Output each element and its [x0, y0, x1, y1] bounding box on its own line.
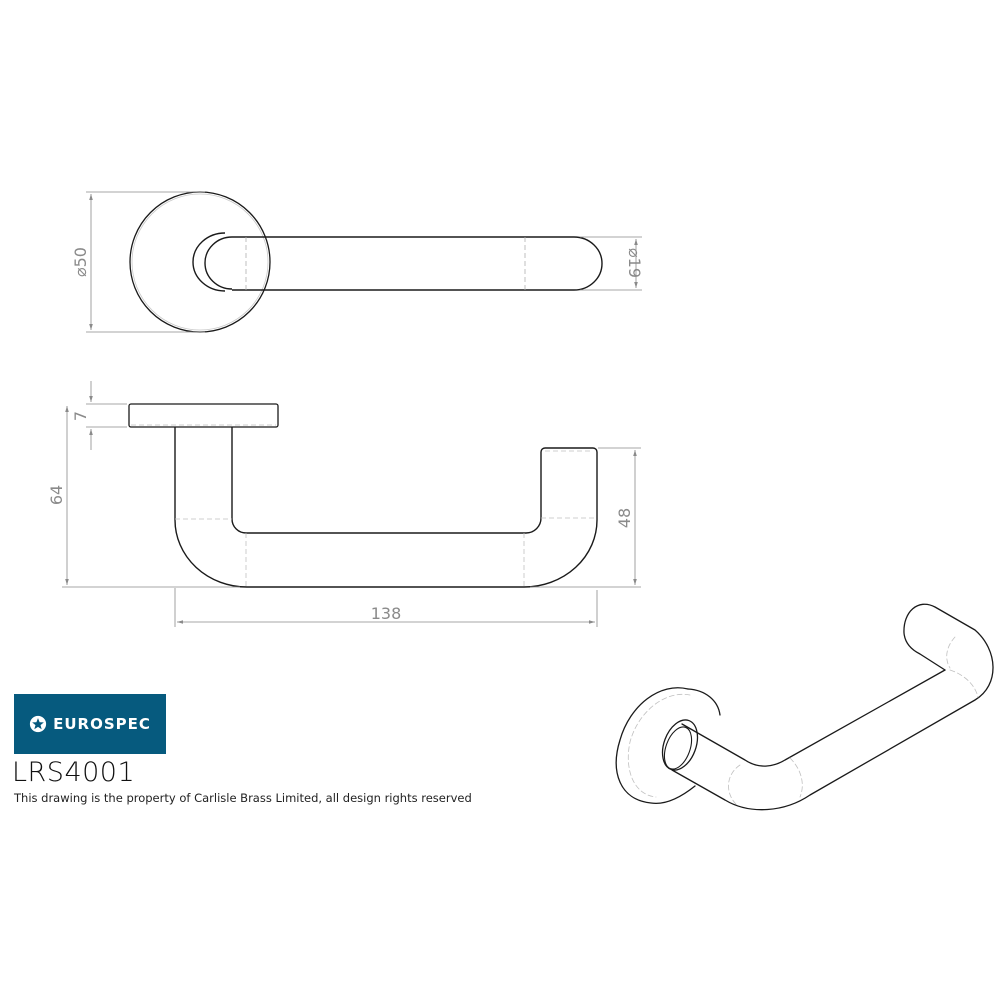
- rose-thickness-label: 7: [71, 411, 90, 421]
- overall-length-label: 138: [371, 604, 402, 623]
- iso-hidden-bend: [949, 669, 979, 698]
- rose-diameter-label: ⌀50: [71, 247, 90, 277]
- star-in-circle-icon: [30, 715, 47, 733]
- top-view: ⌀50 ⌀19: [71, 191, 644, 333]
- iso-lever-top: [681, 669, 946, 767]
- lever-profile: [174, 427, 598, 588]
- copyright-notice: This drawing is the property of Carlisle…: [14, 791, 472, 805]
- rose-profile: [128, 403, 279, 428]
- collar-inner: [204, 236, 233, 290]
- eurospec-logo: EUROSPEC: [14, 694, 166, 754]
- iso-rose-front: [615, 687, 696, 804]
- side-view: 7 64 48 138: [47, 381, 641, 627]
- lever-outline: [232, 236, 603, 291]
- product-code: LRS4001: [12, 757, 136, 788]
- iso-rose-hidden: [627, 693, 691, 798]
- iso-lever-bottom: [671, 603, 994, 811]
- collar-outer: [192, 232, 226, 292]
- overall-height-label: 64: [47, 485, 66, 505]
- isometric-view: [615, 603, 994, 811]
- iso-rose-back: [687, 688, 721, 716]
- rose-outline: [129, 191, 271, 333]
- iso-hidden-bend: [946, 636, 956, 669]
- lever-end-height-label: 48: [615, 508, 634, 528]
- iso-collar-inner: [663, 726, 693, 770]
- rose-hidden-edge: [131, 193, 269, 331]
- iso-hidden-bend: [728, 764, 741, 807]
- brand-name: EUROSPEC: [53, 715, 151, 733]
- iso-hidden-bend: [789, 757, 803, 798]
- lever-diameter-label: ⌀19: [625, 248, 644, 278]
